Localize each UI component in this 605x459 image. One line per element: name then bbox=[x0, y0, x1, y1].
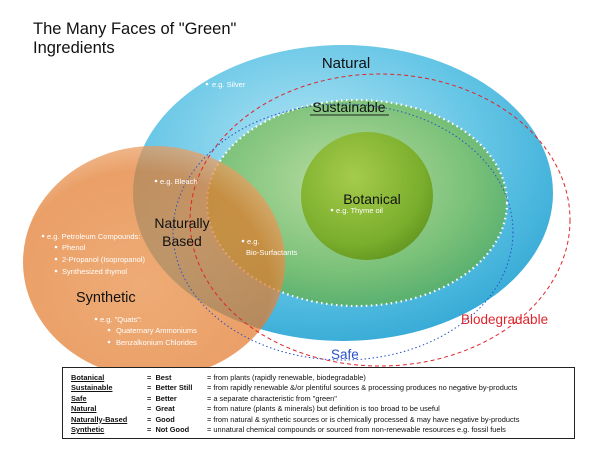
naturally-based-label-line1: Naturally bbox=[154, 215, 209, 231]
botanical-label: Botanical bbox=[343, 191, 401, 207]
legend-description: = from nature (plants & minerals) but de… bbox=[207, 404, 440, 414]
botanical-circle bbox=[301, 132, 433, 260]
biosurf-example-line1: e.g. bbox=[247, 237, 260, 246]
quaternary-bullet bbox=[107, 328, 111, 332]
legend-row: Botanical = Best = from plants (rapidly … bbox=[71, 373, 566, 383]
legend-rank-value: Better Still bbox=[155, 383, 193, 393]
legend-rank-value: Better bbox=[155, 393, 177, 403]
legend-row: Natural = Great = from nature (plants & … bbox=[71, 404, 566, 414]
legend-description: = unnatural chemical compounds or source… bbox=[207, 425, 506, 435]
propanol-item: 2-Propanol (Isopropanol) bbox=[62, 255, 145, 264]
legend-term: Botanical bbox=[71, 373, 105, 382]
phenol-bullet bbox=[54, 245, 58, 249]
legend-row: Sustainable = Better Still = from rapidl… bbox=[71, 383, 566, 393]
petroleum-bullet bbox=[41, 234, 45, 238]
synthetic-label: Synthetic bbox=[76, 290, 136, 306]
legend-row: Safe = Better = a separate characteristi… bbox=[71, 394, 566, 404]
thymol-item: Synthesized thymol bbox=[62, 267, 127, 276]
page-title: The Many Faces of "Green" Ingredients bbox=[33, 20, 237, 57]
natural-label: Natural bbox=[322, 55, 370, 72]
legend-eq: = bbox=[147, 414, 152, 424]
legend-description: = from natural & synthetic sources or is… bbox=[207, 414, 520, 424]
legend-rank-value: Great bbox=[155, 404, 175, 414]
legend-term: Naturally-Based bbox=[71, 414, 128, 424]
safe-label: Safe bbox=[331, 347, 359, 362]
quaternary-item: Quaternary Ammoniums bbox=[116, 326, 197, 335]
legend-rank: = Best bbox=[147, 373, 207, 383]
legend-row: Synthetic = Not Good = unnatural chemica… bbox=[71, 425, 566, 435]
legend-rank-value: Best bbox=[155, 373, 172, 382]
biodegradable-dashed-ellipse bbox=[189, 73, 571, 367]
legend-rank: = Not Good bbox=[147, 425, 207, 435]
legend-term: Sustainable bbox=[71, 383, 113, 393]
legend-eq: = bbox=[147, 383, 152, 393]
naturally-based-label-line2: Based bbox=[162, 233, 202, 249]
legend-rank-value: Not Good bbox=[155, 425, 190, 435]
legend-eq: = bbox=[147, 373, 152, 382]
legend-row: Naturally-Based = Good = from natural & … bbox=[71, 415, 566, 425]
legend-description: = from plants (rapidly renewable, biodeg… bbox=[207, 373, 366, 382]
legend-term: Natural bbox=[71, 404, 97, 414]
biodegradable-label: Biodegradable bbox=[461, 312, 548, 327]
safe-dotted-ellipse bbox=[172, 103, 514, 361]
legend-rank: = Great bbox=[147, 404, 207, 414]
thymol-bullet bbox=[54, 269, 58, 273]
sustainable-label: Sustainable bbox=[312, 99, 385, 115]
legend-rank: = Better Still bbox=[147, 383, 207, 393]
legend-eq: = bbox=[147, 404, 152, 414]
legend-rank: = Better bbox=[147, 394, 207, 404]
legend-description: = a separate characteristic from "green" bbox=[207, 393, 337, 403]
legend-term: Synthetic bbox=[71, 425, 105, 435]
biosurf-bullet bbox=[241, 239, 245, 243]
benzalkonium-bullet bbox=[107, 340, 111, 344]
legend-table: Botanical = Best = from plants (rapidly … bbox=[62, 367, 575, 439]
benzalkonium-item: Benzalkonium Chlorides bbox=[116, 338, 197, 347]
legend-term: Safe bbox=[71, 393, 87, 403]
legend-eq: = bbox=[147, 425, 152, 435]
silver-example: e.g. Silver bbox=[212, 80, 246, 89]
bleach-bullet bbox=[154, 179, 158, 183]
thyme-example: e.g. Thyme oil bbox=[336, 206, 383, 215]
legend-description: = from rapidly renewable &/or plentiful … bbox=[207, 383, 518, 393]
legend-rank: = Good bbox=[147, 415, 207, 425]
silver-bullet bbox=[205, 82, 209, 86]
synthetic-ellipse bbox=[23, 146, 285, 378]
quats-bullet bbox=[94, 317, 98, 321]
quats-example: e.g. "Quats": bbox=[100, 315, 142, 324]
legend-eq: = bbox=[147, 393, 152, 403]
propanol-bullet bbox=[54, 257, 58, 261]
biosurf-example-line2: Bio-Surfactants bbox=[246, 248, 298, 257]
phenol-item: Phenol bbox=[62, 243, 86, 252]
bleach-example: e.g. Bleach bbox=[160, 177, 198, 186]
petroleum-example: e.g. Petroleum Compounds: bbox=[47, 232, 140, 241]
thyme-bullet bbox=[330, 208, 334, 212]
legend-rank-value: Good bbox=[155, 414, 175, 424]
